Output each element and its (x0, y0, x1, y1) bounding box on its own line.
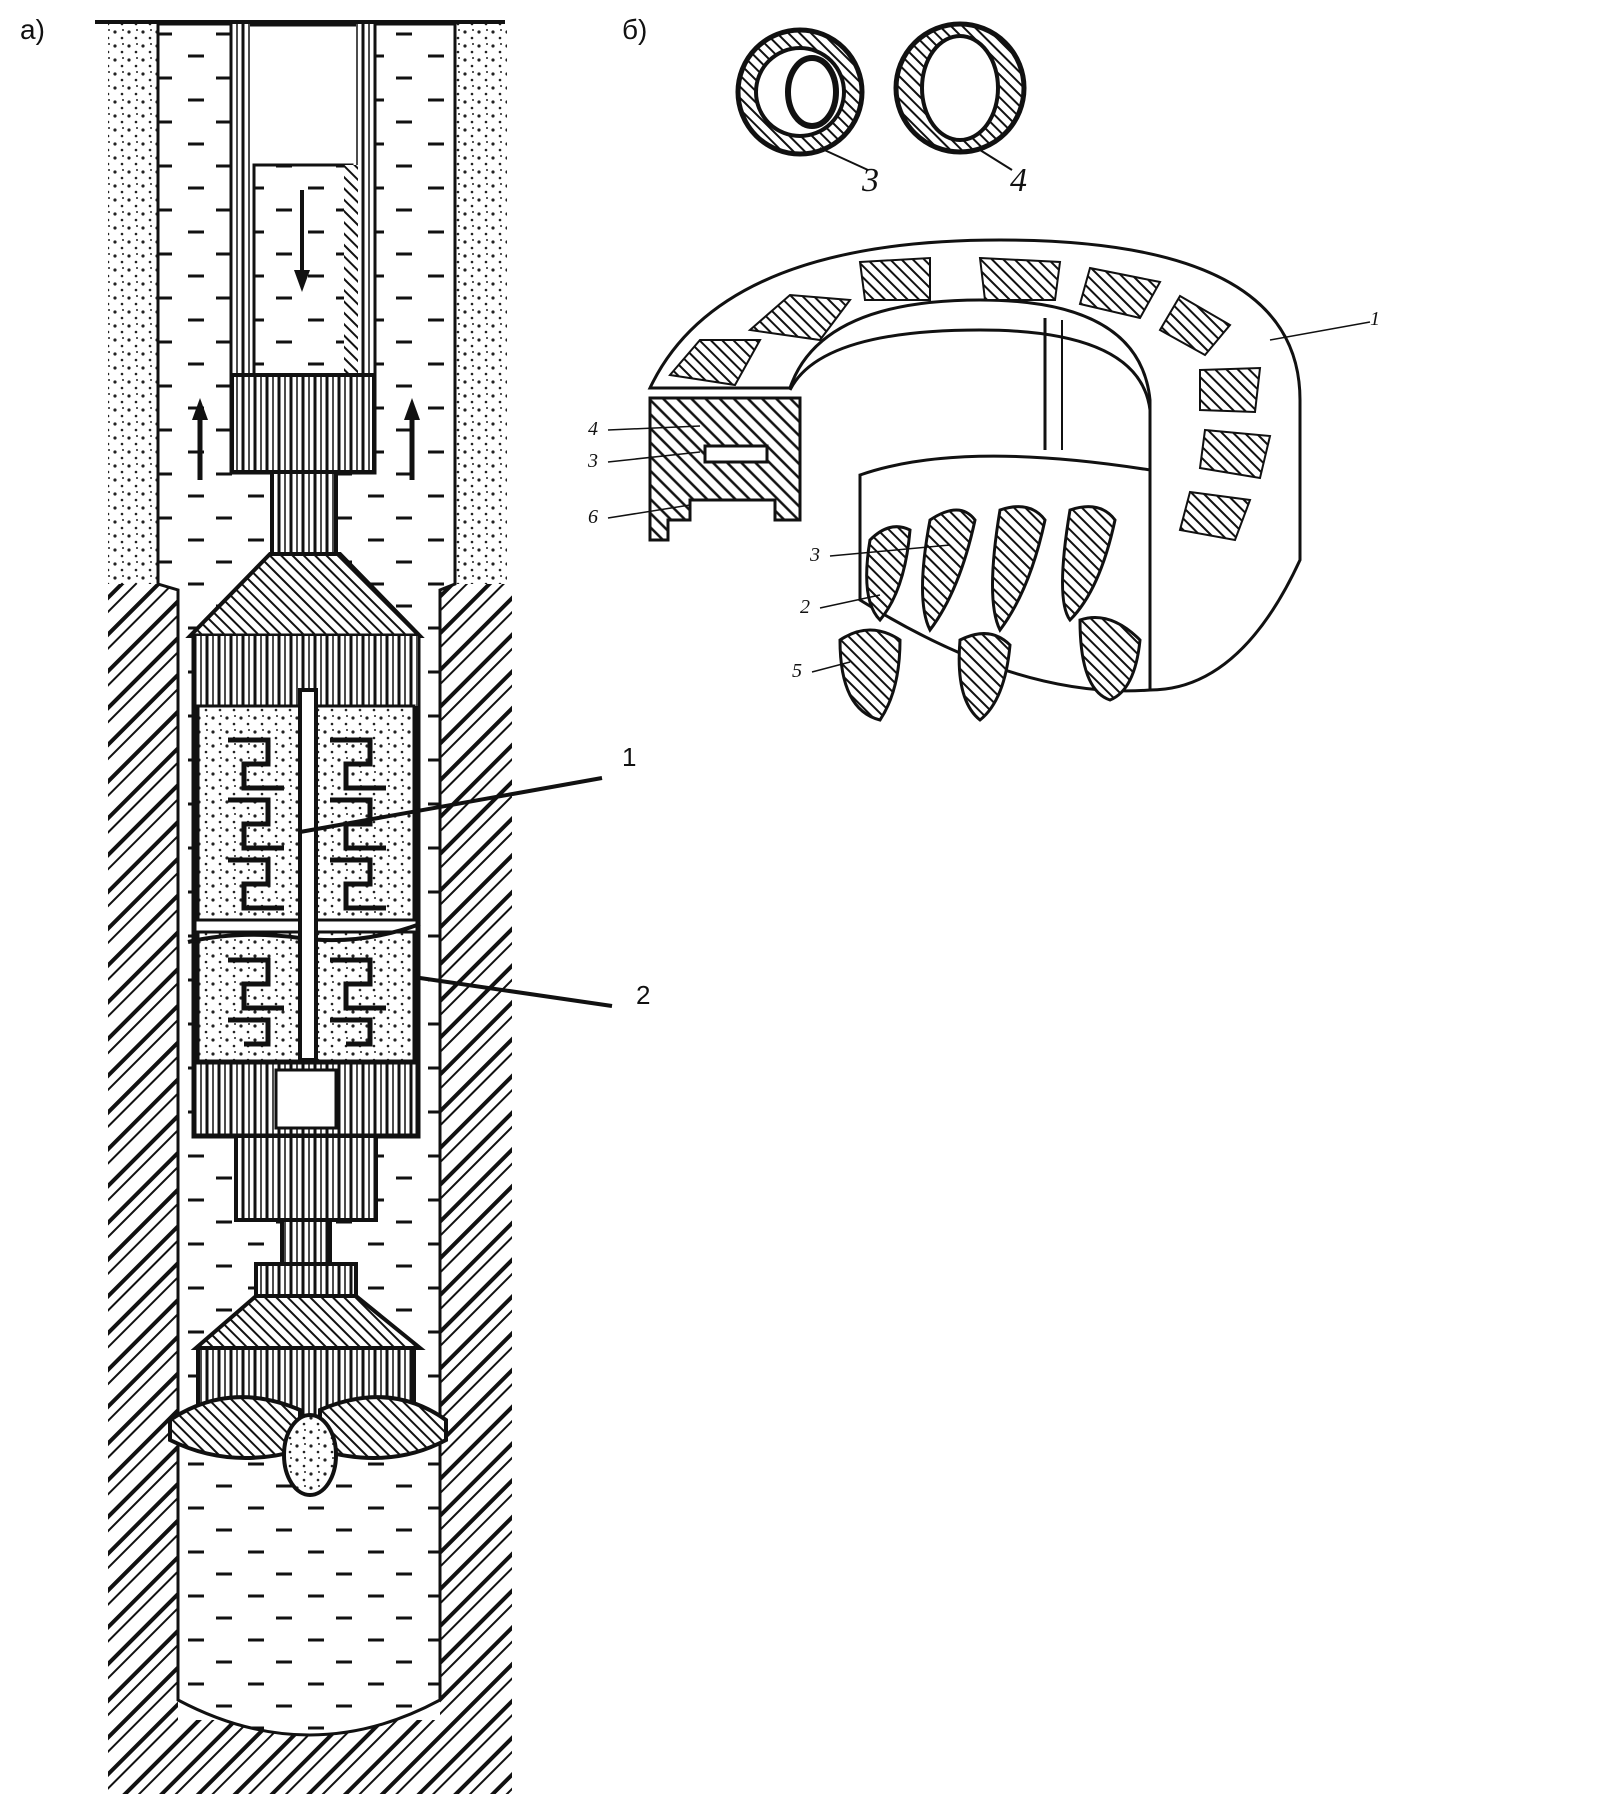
section-label-3a: 3 (588, 450, 598, 472)
bearing-label-4: 4 (1010, 162, 1027, 199)
section-label-4: 4 (588, 418, 598, 440)
section-label-3b: 3 (810, 544, 820, 566)
turbine-blades (228, 737, 386, 1047)
stage-bearing-roller (703, 444, 769, 464)
bit-sub-neck (280, 1218, 332, 1266)
section-label-6: 6 (588, 506, 598, 528)
bit-sub-collar (254, 1262, 358, 1298)
bearing-4-leader (979, 149, 1013, 171)
panel-b-label: б) (622, 14, 648, 45)
borehole-diagram (95, 20, 613, 1794)
upper-formation-left (108, 24, 158, 584)
callout-2: 2 (636, 980, 651, 1010)
rock-formation-left (108, 584, 178, 1794)
stage-cross-section (648, 396, 802, 542)
bearing-4-inner (920, 34, 1000, 142)
leader-line-1 (299, 776, 603, 834)
bearings-diagram (735, 21, 1027, 171)
bearing-3-leader (819, 147, 869, 171)
section-label-2: 2 (800, 596, 810, 618)
leader-line-2 (419, 976, 613, 1008)
leader-line-b1 (1269, 321, 1371, 341)
pipe-coupling (230, 373, 376, 474)
bearing-3-inner (785, 55, 839, 129)
lower-sub (234, 1134, 378, 1222)
turbine-blades-section (838, 505, 1142, 722)
stator-ring-windows (668, 256, 1272, 542)
roller-cone-right (318, 1395, 448, 1460)
leader-line-b4 (607, 425, 701, 431)
bearing-label-3: 3 (862, 162, 879, 199)
roller-cone-center (282, 1413, 338, 1497)
leader-line-b2 (819, 594, 881, 609)
pipe-sub (270, 470, 338, 556)
stator-ring-top (647, 238, 1302, 692)
upper-formation-right (455, 24, 507, 584)
callout-1: 1 (622, 742, 637, 772)
leader-line-b3a (607, 451, 701, 463)
turbodrill-shaft (298, 688, 318, 1062)
leader-line-b3b (829, 544, 951, 557)
drill-bit-cone (190, 1294, 426, 1350)
turbine-stage-diagram (607, 238, 1371, 722)
leader-line-b6 (607, 504, 691, 519)
leader-line-b5 (811, 661, 851, 673)
section-label-5: 5 (792, 660, 802, 682)
section-label-1: 1 (1370, 308, 1380, 330)
panel-a-label: а) (20, 14, 45, 45)
rock-formation-right (440, 584, 512, 1794)
stage-inner-bore (788, 328, 1152, 411)
